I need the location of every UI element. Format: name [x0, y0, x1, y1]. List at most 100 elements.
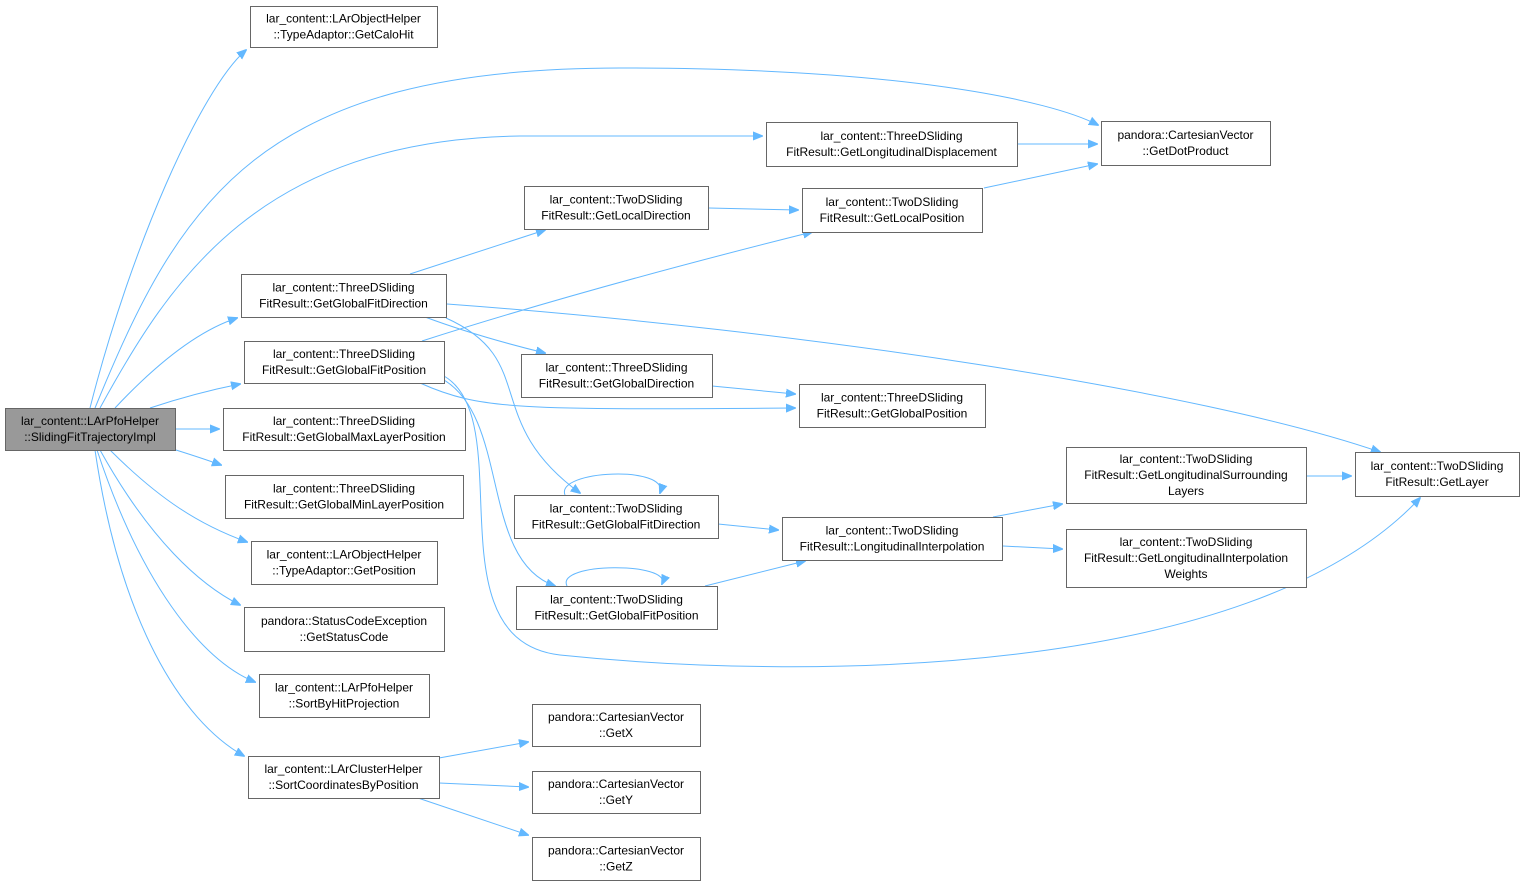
node-g3fitpos[interactable]: lar_content::ThreeDSlidingFitResult::Get…: [244, 341, 445, 384]
node-label-line: ::SortByHitProjection: [289, 697, 400, 711]
node-box[interactable]: [799, 384, 986, 428]
node-box[interactable]: [532, 771, 701, 814]
edge-root-to-sortcoords: [94, 449, 244, 756]
node-label-line: pandora::CartesianVector: [548, 844, 684, 858]
edges-layer: [89, 50, 1420, 835]
node-label-line: pandora::CartesianVector: [1117, 128, 1253, 142]
node-localpos[interactable]: lar_content::TwoDSlidingFitResult::GetLo…: [802, 188, 983, 233]
node-box[interactable]: [241, 274, 447, 318]
node-box[interactable]: [516, 586, 718, 630]
edge-root-to-sortbyhit: [96, 449, 255, 682]
edge-sortcoords-to-gety: [438, 783, 528, 787]
edge-g3fitdir-to-g2fitdir: [445, 317, 580, 493]
node-g3fitdir[interactable]: lar_content::ThreeDSlidingFitResult::Get…: [241, 274, 447, 318]
node-label-line: lar_content::TwoDSliding: [550, 502, 683, 516]
node-label-line: lar_content::ThreeDSliding: [820, 129, 962, 143]
node-label-line: lar_content::TwoDSliding: [1120, 452, 1253, 466]
node-box[interactable]: [1355, 452, 1520, 497]
node-label-line: ::GetX: [599, 726, 633, 740]
node-box[interactable]: [250, 6, 438, 48]
edge-root-to-minlayer: [175, 449, 221, 465]
node-box[interactable]: [1101, 121, 1271, 166]
node-label-line: lar_content::TwoDSliding: [1371, 459, 1504, 473]
edge-root-to-g3fitpos: [149, 384, 240, 409]
node-label-line: lar_content::ThreeDSliding: [821, 391, 963, 405]
node-label-line: ::SortCoordinatesByPosition: [268, 778, 418, 792]
node-box[interactable]: [244, 341, 445, 384]
edge-root-to-getcalohit: [89, 50, 246, 409]
node-label-line: lar_content::TwoDSliding: [1120, 535, 1253, 549]
edge-g3fitdir-to-localdir: [409, 230, 545, 275]
node-label-line: FitResult::GetLocalPosition: [820, 211, 965, 225]
node-label-line: Layers: [1168, 484, 1204, 498]
node-getx[interactable]: pandora::CartesianVector::GetX: [532, 704, 701, 747]
node-box[interactable]: [514, 495, 719, 539]
node-box[interactable]: [766, 122, 1018, 167]
node-label-line: Weights: [1164, 567, 1207, 581]
node-box[interactable]: [524, 186, 709, 230]
node-box[interactable]: [802, 188, 983, 233]
node-g2fitdir[interactable]: lar_content::TwoDSlidingFitResult::GetGl…: [514, 495, 719, 539]
node-label-line: lar_content::TwoDSliding: [550, 193, 683, 207]
node-box[interactable]: [259, 674, 430, 718]
node-surrounding[interactable]: lar_content::TwoDSlidingFitResult::GetLo…: [1066, 447, 1307, 504]
node-interpweights[interactable]: lar_content::TwoDSlidingFitResult::GetLo…: [1066, 529, 1307, 588]
edge-sortcoords-to-getx: [438, 742, 528, 759]
node-box[interactable]: [248, 756, 440, 799]
edge-g2fitpos-to-g2fitpos: [565, 567, 662, 587]
node-longdisp[interactable]: lar_content::ThreeDSlidingFitResult::Get…: [766, 122, 1018, 167]
node-box[interactable]: [521, 354, 713, 398]
node-box[interactable]: [5, 408, 176, 451]
node-box[interactable]: [782, 517, 1003, 561]
edge-root-to-statuscode: [99, 449, 240, 605]
node-box[interactable]: [244, 607, 445, 652]
node-longinterp[interactable]: lar_content::TwoDSlidingFitResult::Longi…: [782, 517, 1003, 561]
node-localdir[interactable]: lar_content::TwoDSlidingFitResult::GetLo…: [524, 186, 709, 230]
edge-localdir-to-localpos: [708, 208, 798, 210]
node-label-line: ::TypeAdaptor::GetPosition: [272, 564, 415, 578]
node-getlayer[interactable]: lar_content::TwoDSlidingFitResult::GetLa…: [1355, 452, 1520, 497]
node-label-line: lar_content::LArClusterHelper: [264, 762, 422, 776]
node-label-line: FitResult::GetGlobalDirection: [539, 377, 694, 391]
node-minlayer[interactable]: lar_content::ThreeDSlidingFitResult::Get…: [225, 475, 464, 519]
node-box[interactable]: [532, 837, 701, 881]
node-root[interactable]: lar_content::LArPfoHelper::SlidingFitTra…: [5, 408, 176, 451]
node-g2fitpos[interactable]: lar_content::TwoDSlidingFitResult::GetGl…: [516, 586, 718, 630]
node-label-line: FitResult::GetLongitudinalInterpolation: [1084, 551, 1288, 565]
node-box[interactable]: [223, 408, 466, 451]
node-box[interactable]: [225, 475, 464, 519]
node-gety[interactable]: pandora::CartesianVector::GetY: [532, 771, 701, 814]
edge-root-to-dotproduct: [94, 67, 1098, 409]
edge-root-to-g3fitdir: [114, 318, 237, 409]
node-label-line: ::TypeAdaptor::GetCaloHit: [273, 28, 414, 42]
node-label-line: lar_content::ThreeDSliding: [273, 414, 415, 428]
node-label-line: ::GetDotProduct: [1142, 144, 1229, 158]
edge-g3dir-to-g3pos: [711, 385, 795, 394]
node-getcalohit[interactable]: lar_content::LArObjectHelper::TypeAdapto…: [250, 6, 438, 48]
node-sortbyhit[interactable]: lar_content::LArPfoHelper::SortByHitProj…: [259, 674, 430, 718]
node-g3pos[interactable]: lar_content::ThreeDSlidingFitResult::Get…: [799, 384, 986, 428]
node-box[interactable]: [1066, 529, 1307, 588]
node-getposition[interactable]: lar_content::LArObjectHelper::TypeAdapto…: [251, 541, 438, 585]
node-box[interactable]: [1066, 447, 1307, 504]
node-dotproduct[interactable]: pandora::CartesianVector::GetDotProduct: [1101, 121, 1271, 166]
node-g3dir[interactable]: lar_content::ThreeDSlidingFitResult::Get…: [521, 354, 713, 398]
node-box[interactable]: [532, 704, 701, 747]
edge-root-to-longdisp: [99, 136, 762, 409]
node-label-line: lar_content::ThreeDSliding: [273, 482, 415, 496]
node-maxlayer[interactable]: lar_content::ThreeDSlidingFitResult::Get…: [223, 408, 466, 451]
node-label-line: lar_content::ThreeDSliding: [273, 347, 415, 361]
node-label-line: FitResult::GetLongitudinalSurrounding: [1084, 468, 1287, 482]
node-box[interactable]: [251, 541, 438, 585]
node-getz[interactable]: pandora::CartesianVector::GetZ: [532, 837, 701, 881]
edge-g3fitpos-to-localpos: [421, 232, 812, 342]
node-label-line: FitResult::GetGlobalFitDirection: [532, 518, 701, 532]
node-statuscode[interactable]: pandora::StatusCodeException::GetStatusC…: [244, 607, 445, 652]
node-label-line: lar_content::LArPfoHelper: [275, 681, 413, 695]
node-label-line: FitResult::GetGlobalMinLayerPosition: [244, 498, 444, 512]
node-sortcoords[interactable]: lar_content::LArClusterHelper::SortCoord…: [248, 756, 440, 799]
node-label-line: ::GetY: [599, 793, 633, 807]
node-label-line: FitResult::LongitudinalInterpolation: [800, 540, 985, 554]
node-label-line: lar_content::ThreeDSliding: [272, 281, 414, 295]
node-label-line: lar_content::LArObjectHelper: [266, 12, 421, 26]
